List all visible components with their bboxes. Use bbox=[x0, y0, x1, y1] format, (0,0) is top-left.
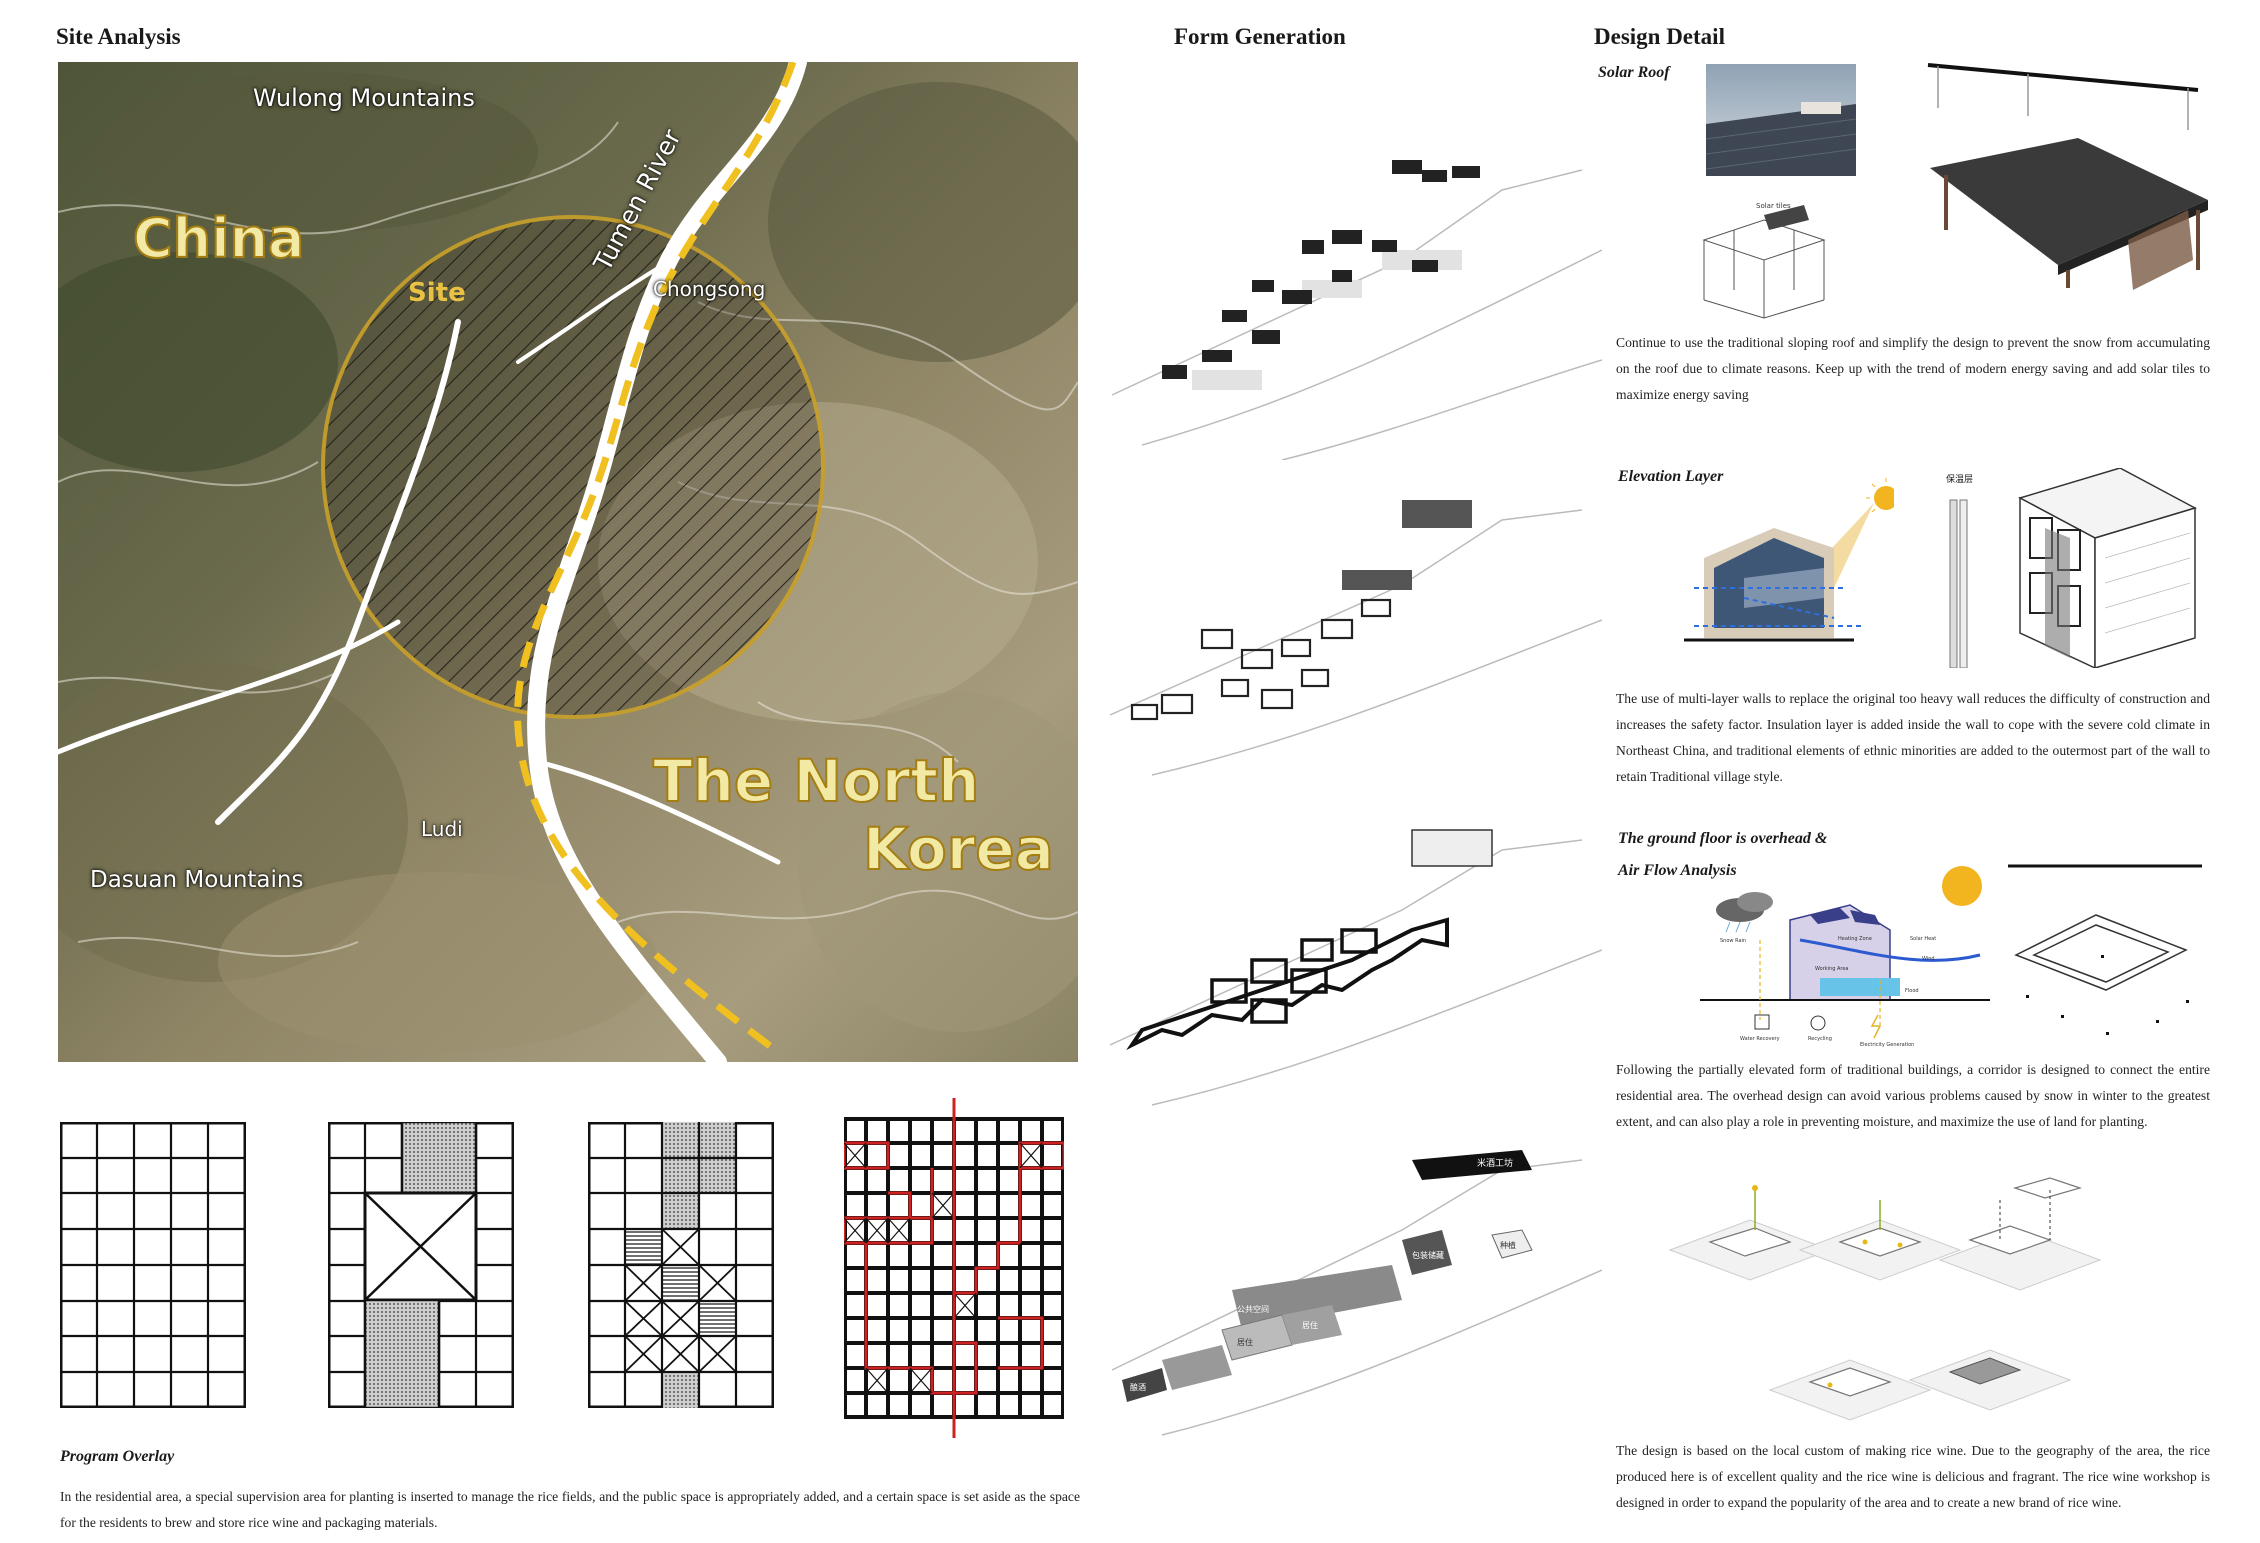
airflow-analysis-diagram: Snow Rain Solar Heat Heating Zone Workin… bbox=[1700, 860, 1990, 1050]
airflow-tag-6: Water Recovery bbox=[1740, 1036, 1780, 1042]
airflow-tag-7: Recycling bbox=[1808, 1036, 1832, 1042]
solar-roof-title: Solar Roof bbox=[1598, 64, 1670, 81]
north-korea-label-line2: Korea bbox=[862, 815, 1055, 883]
airflow-tag-5: Flood bbox=[1905, 988, 1919, 994]
airflow-tag-4: Wind bbox=[1922, 956, 1935, 962]
insulation-layer-tag: 保温层 bbox=[1946, 475, 1974, 485]
wulong-mountains-label: Wulong Mountains bbox=[253, 84, 475, 112]
stage4-label-1: 种植 bbox=[1500, 1240, 1516, 1250]
solar-roof-photo bbox=[1705, 64, 1857, 176]
elevation-section-diagram bbox=[1684, 478, 1898, 668]
corridor-axonometric bbox=[2006, 860, 2206, 1050]
stage4-label-3: 公共空间 bbox=[1237, 1304, 1269, 1314]
solar-tiles-diagram: Solar tiles bbox=[1694, 200, 1834, 320]
stage4-label-5: 居住 bbox=[1237, 1337, 1253, 1347]
form-stage-4: 米酒工坊 种植 包装储藏 公共空间 居住 居住 酿酒 bbox=[1102, 1140, 1603, 1440]
solar-roof-text: Continue to use the traditional sloping … bbox=[1616, 335, 2210, 402]
ground-floor-title-line1: The ground floor is overhead & bbox=[1618, 830, 1828, 847]
rice-wine-massing-diagrams bbox=[1660, 1160, 2220, 1440]
site-label: Site bbox=[408, 278, 466, 308]
site-analysis-title: Site Analysis bbox=[56, 24, 181, 49]
stage4-label-0: 米酒工坊 bbox=[1477, 1157, 1513, 1169]
ludi-label: Ludi bbox=[421, 817, 463, 841]
program-overlay-title: Program Overlay bbox=[60, 1448, 175, 1465]
ground-floor-title-line2: Air Flow Analysis bbox=[1618, 862, 1737, 879]
solar-tiles-tag: Solar tiles bbox=[1756, 202, 1791, 210]
airflow-tag-8: Electricity Generation bbox=[1860, 1042, 1914, 1048]
chongsong-label: Chongsong bbox=[653, 277, 766, 301]
site-aerial-map: Wulong Mountains China Site Tumen River … bbox=[58, 62, 1078, 1062]
rice-wine-text: The design is based on the local custom … bbox=[1616, 1443, 2210, 1510]
form-generation-title: Form Generation bbox=[1174, 24, 1346, 49]
airflow-tag-0: Snow Rain bbox=[1720, 938, 1746, 944]
ground-floor-text: Following the partially elevated form of… bbox=[1616, 1062, 2210, 1129]
grid-diagram-overlay bbox=[588, 1122, 774, 1408]
grid-diagram-program bbox=[328, 1122, 514, 1408]
airflow-tag-3: Working Area bbox=[1815, 966, 1849, 972]
design-detail-title: Design Detail bbox=[1594, 24, 1725, 49]
grid-diagram-empty bbox=[60, 1122, 246, 1408]
china-label: China bbox=[132, 207, 305, 270]
program-overlay-text: In the residential area, a special super… bbox=[60, 1489, 1080, 1530]
form-stage-3 bbox=[1102, 820, 1603, 1110]
form-stage-2 bbox=[1102, 490, 1603, 780]
north-korea-label-line1: The North bbox=[652, 747, 980, 815]
airflow-tag-1: Solar Heat bbox=[1910, 936, 1936, 942]
airflow-tag-2: Heating Zone bbox=[1838, 936, 1872, 942]
wall-layers-axonometric bbox=[2010, 467, 2200, 670]
aerial-terrain bbox=[58, 62, 1078, 1062]
roof-axonometric bbox=[1918, 60, 2218, 290]
form-stage-1 bbox=[1102, 130, 1603, 461]
insulation-layer-strip bbox=[1946, 488, 1972, 669]
grid-diagram-corridor bbox=[844, 1098, 1064, 1438]
elevation-text: The use of multi-layer walls to replace … bbox=[1616, 691, 2210, 784]
stage4-label-2: 包装储藏 bbox=[1412, 1250, 1444, 1260]
dasuan-mountains-label: Dasuan Mountains bbox=[90, 867, 304, 893]
elevation-layer-title: Elevation Layer bbox=[1618, 468, 1724, 485]
stage4-label-6: 酿酒 bbox=[1130, 1382, 1146, 1392]
stage4-label-4: 居住 bbox=[1302, 1320, 1318, 1330]
